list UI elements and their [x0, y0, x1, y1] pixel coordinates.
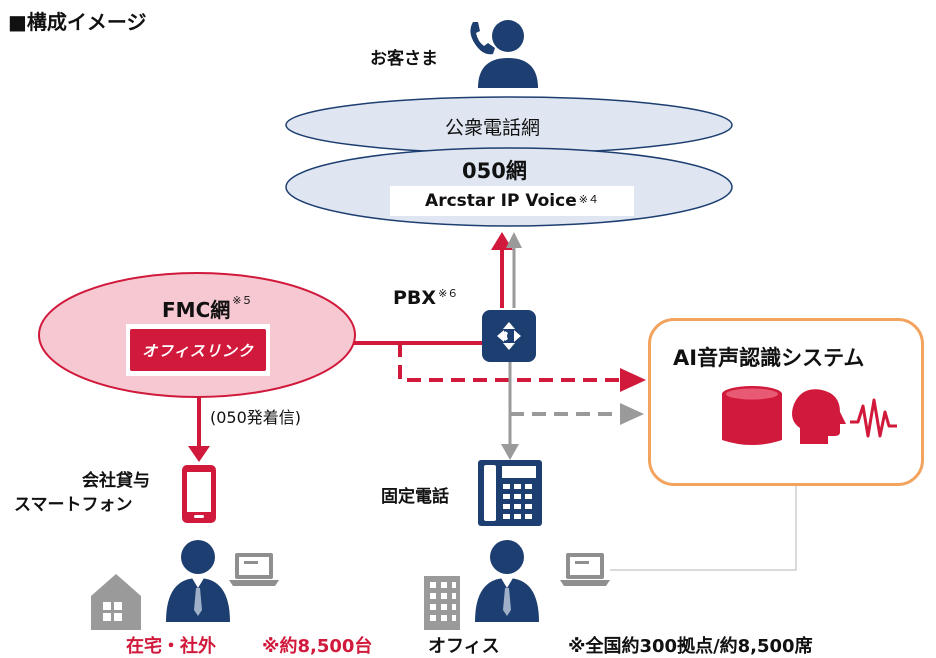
- customer-label: お客さま: [370, 49, 438, 69]
- officelink-logo-box: オフィスリンク: [126, 324, 270, 376]
- arcstar-note: ※４: [578, 193, 599, 206]
- customer-person-icon: [478, 20, 538, 88]
- public-network-label: 公衆電話網: [445, 117, 541, 139]
- ai-system-box: [648, 318, 924, 486]
- laptop-icon: [560, 553, 610, 586]
- office-label: オフィス: [428, 636, 500, 657]
- house-icon: [91, 574, 141, 630]
- waveform-icon: [850, 398, 897, 438]
- pbx-050-gray-arrowhead: [506, 232, 522, 248]
- home-count: ※約8,500台: [262, 636, 373, 657]
- desk-phone-icon: [478, 460, 542, 526]
- arcstar-service-label: Arcstar IP Voice: [425, 191, 577, 211]
- fmc-ai-dashed-line: [398, 343, 622, 382]
- fmc-title: FMC網※５: [162, 294, 252, 323]
- ai-system-label: AI音声認識システム: [673, 346, 865, 370]
- network-050-label: 050網: [462, 159, 527, 183]
- pbx-note: ※６: [438, 287, 459, 300]
- fmc-label: FMC網: [162, 298, 231, 322]
- page-title: ■構成イメージ: [8, 10, 147, 34]
- phone-icon: [470, 22, 495, 55]
- pbx-ai-arrowhead: [620, 403, 644, 425]
- ai-icons: [722, 386, 897, 445]
- pbx-fixedphone-arrowhead: [501, 444, 519, 460]
- arcstar-service-box: Arcstar IP Voice ※４: [390, 186, 634, 216]
- office-person-icon: [475, 540, 539, 622]
- fixed-phone-label: 固定電話: [381, 487, 449, 507]
- fmc-smartphone-arrowhead: [188, 446, 210, 462]
- officelink-logo: オフィスリンク: [130, 329, 266, 371]
- speaking-head-icon: [792, 389, 846, 444]
- pbx-switch-icon: [482, 310, 536, 362]
- home-person-icon: [166, 540, 230, 622]
- smartphone-label-line2: スマートフォン: [14, 495, 133, 515]
- smartphone-icon: [182, 465, 216, 523]
- fmc-note: ※５: [232, 294, 253, 307]
- office-count: ※全国約300拠点/約8,500席: [568, 636, 813, 657]
- laptop-icon: [229, 553, 279, 586]
- building-icon: [424, 576, 460, 630]
- pbx-label: PBX: [393, 287, 437, 309]
- home-label: 在宅・社外: [126, 636, 216, 657]
- fmc-ai-arrowhead: [620, 368, 646, 392]
- smartphone-label-line1: 会社貸与: [82, 471, 150, 491]
- ai-laptop-connector: [610, 485, 797, 571]
- fmc-call-label: (050発着信): [210, 408, 302, 427]
- database-icon: [722, 386, 782, 445]
- pbx-title: PBX※６: [393, 287, 458, 309]
